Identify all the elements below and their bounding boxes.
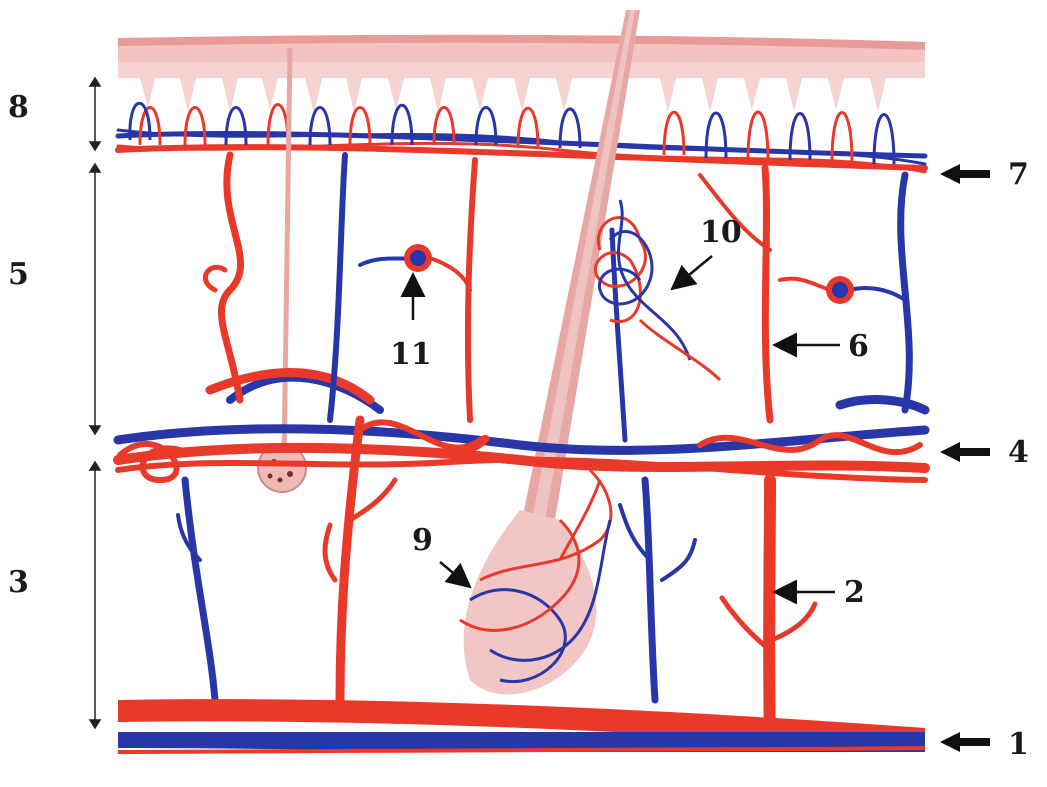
subpapillary-plexus — [118, 130, 925, 172]
label-7: 7 — [1008, 160, 1029, 190]
label-11: 11 — [390, 340, 432, 370]
label-4: 4 — [1008, 438, 1029, 468]
arrow-9 — [440, 562, 464, 582]
label-5: 5 — [8, 260, 29, 290]
fascial-plexus — [118, 699, 925, 780]
pointer-arrows — [413, 256, 840, 592]
label-8: 8 — [8, 93, 29, 123]
label-10: 10 — [700, 218, 742, 248]
layer-brackets — [90, 78, 100, 728]
label-1: 1 — [1008, 730, 1029, 760]
arrow-level-7 — [940, 164, 990, 184]
label-9: 9 — [412, 526, 433, 556]
level-arrows — [940, 164, 990, 752]
label-3: 3 — [8, 568, 29, 598]
label-6: 6 — [848, 332, 869, 362]
epidermis — [118, 39, 925, 114]
arrow-level-4 — [940, 442, 990, 462]
arrow-level-1 — [940, 732, 990, 752]
arrow-10 — [678, 256, 712, 284]
label-2: 2 — [844, 578, 865, 608]
